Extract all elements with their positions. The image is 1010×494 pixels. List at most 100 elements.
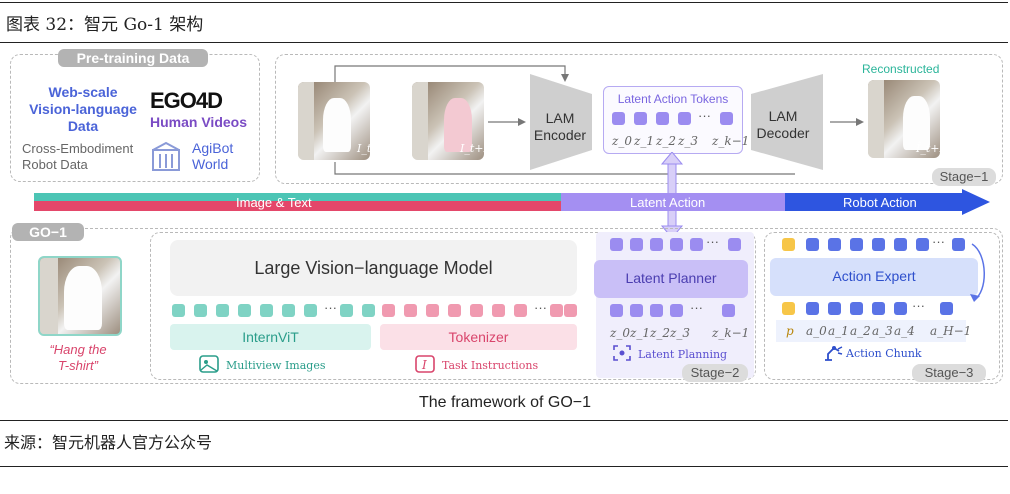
text-token xyxy=(564,304,577,317)
proprio-token xyxy=(782,238,795,251)
z2-label: z_2 xyxy=(656,134,676,148)
latent-token xyxy=(720,112,733,125)
task-instructions-label: Task Instructions xyxy=(442,359,539,372)
latent-token xyxy=(650,304,663,317)
building-icon xyxy=(152,141,180,171)
web-scale-label: Web-scale Vision-language Data xyxy=(24,84,142,135)
action-expert-box xyxy=(770,258,978,296)
text-token xyxy=(404,304,417,317)
instruction-text: “Hang the T-shirt” xyxy=(28,342,128,374)
latent-token xyxy=(634,112,647,125)
latent-planner-label: Latent Planner xyxy=(625,270,717,286)
latent-token xyxy=(610,304,623,317)
bottom-rule xyxy=(0,466,1008,467)
latent-token xyxy=(612,112,625,125)
action-token xyxy=(872,238,885,251)
frame-t-label: I_t xyxy=(357,142,372,155)
action-token xyxy=(894,302,907,315)
vision-token xyxy=(260,304,273,317)
text-token xyxy=(470,304,483,317)
tokenizer-box xyxy=(380,324,577,350)
z1-label: z_1 xyxy=(634,134,654,148)
stage1-arrows xyxy=(334,65,864,175)
band-arrow-head xyxy=(962,189,990,215)
framework-title: The framework of GO−1 xyxy=(418,394,592,411)
text-token xyxy=(382,304,395,317)
scan-icon xyxy=(613,345,631,361)
vision-token xyxy=(194,304,207,317)
latent-token xyxy=(610,238,623,251)
stage1-box xyxy=(275,54,1003,184)
action-token xyxy=(806,238,819,251)
caption-rule xyxy=(0,42,1008,43)
reconstructed-label: Î_t+H xyxy=(916,142,950,155)
latent-token xyxy=(728,238,741,251)
denoise-loop-arrow xyxy=(970,243,985,302)
multiview-icon xyxy=(199,355,219,373)
latent-token xyxy=(670,238,683,251)
vision-token xyxy=(340,304,353,317)
action-token xyxy=(850,238,863,251)
p-label: p xyxy=(786,324,794,338)
text-token xyxy=(550,304,563,317)
cross-embodiment-label: Cross-Embodiment Robot Data xyxy=(22,141,133,173)
z3-label: z_3 xyxy=(670,326,690,340)
agibot-line-1: AgiBot xyxy=(192,140,234,156)
reconstructed-title: Reconstructed xyxy=(862,62,940,76)
action-token xyxy=(916,238,929,251)
web-scale-line-3: Data xyxy=(67,118,99,134)
band-teal xyxy=(34,193,561,201)
action-token xyxy=(940,302,953,315)
ellipsis: ··· xyxy=(698,108,711,123)
internvit-label: InternViT xyxy=(242,329,299,345)
source-top-rule xyxy=(0,420,1008,421)
human-videos-label: Human Videos xyxy=(150,114,247,130)
vision-token xyxy=(238,304,251,317)
reconstructed-image xyxy=(868,80,940,158)
web-scale-line-1: Web-scale xyxy=(48,84,118,100)
pretrain-title: Pre-training Data xyxy=(58,49,208,67)
ellipsis: ··· xyxy=(534,300,547,315)
text-token xyxy=(426,304,439,317)
frame-t-h-image xyxy=(412,82,484,160)
multiview-label: Multiview Images xyxy=(226,359,326,372)
agibot-label: AgiBot World xyxy=(192,140,233,172)
svg-text:I: I xyxy=(421,358,427,372)
instruction-line-2: T-shirt” xyxy=(58,358,98,373)
zk-label: z_k−1 xyxy=(712,134,750,148)
vision-token xyxy=(362,304,375,317)
stage1-tag: Stage−1 xyxy=(932,168,996,186)
text-token xyxy=(492,304,505,317)
lam-decoder-line-1: LAM xyxy=(768,108,798,124)
instruction-image xyxy=(38,256,122,336)
cross-embodiment-line-1: Cross-Embodiment xyxy=(22,141,134,156)
band-purple xyxy=(561,193,785,211)
frame-t-h-label: I_t+H xyxy=(460,142,494,155)
action-token xyxy=(952,238,965,251)
band-image-text-label: Image & Text xyxy=(236,195,312,210)
action-chunk-label: Action Chunk xyxy=(846,347,922,360)
action-token xyxy=(828,238,841,251)
latent-token xyxy=(722,304,735,317)
zk-label: z_k−1 xyxy=(712,326,750,340)
action-labels-row xyxy=(776,320,966,342)
proprio-token xyxy=(782,302,795,315)
latent-token xyxy=(650,238,663,251)
action-token xyxy=(894,238,907,251)
robot-arm-icon xyxy=(825,346,843,361)
latent-tokens-box xyxy=(603,86,743,154)
lam-encoder-label: LAM Encoder xyxy=(530,110,590,144)
latent-token xyxy=(656,112,669,125)
ellipsis: ··· xyxy=(932,234,945,249)
ellipsis: ··· xyxy=(912,298,925,313)
vision-token xyxy=(304,304,317,317)
ellipsis: ··· xyxy=(690,300,703,315)
latent-token xyxy=(630,238,643,251)
vision-token xyxy=(172,304,185,317)
latent-planner-box xyxy=(594,260,748,298)
band-latent-action-label: Latent Action xyxy=(630,195,706,210)
lam-decoder-label: LAM Decoder xyxy=(752,108,814,142)
a0-label: a_0 xyxy=(806,324,827,338)
action-token xyxy=(828,302,841,315)
latent-token xyxy=(670,304,683,317)
